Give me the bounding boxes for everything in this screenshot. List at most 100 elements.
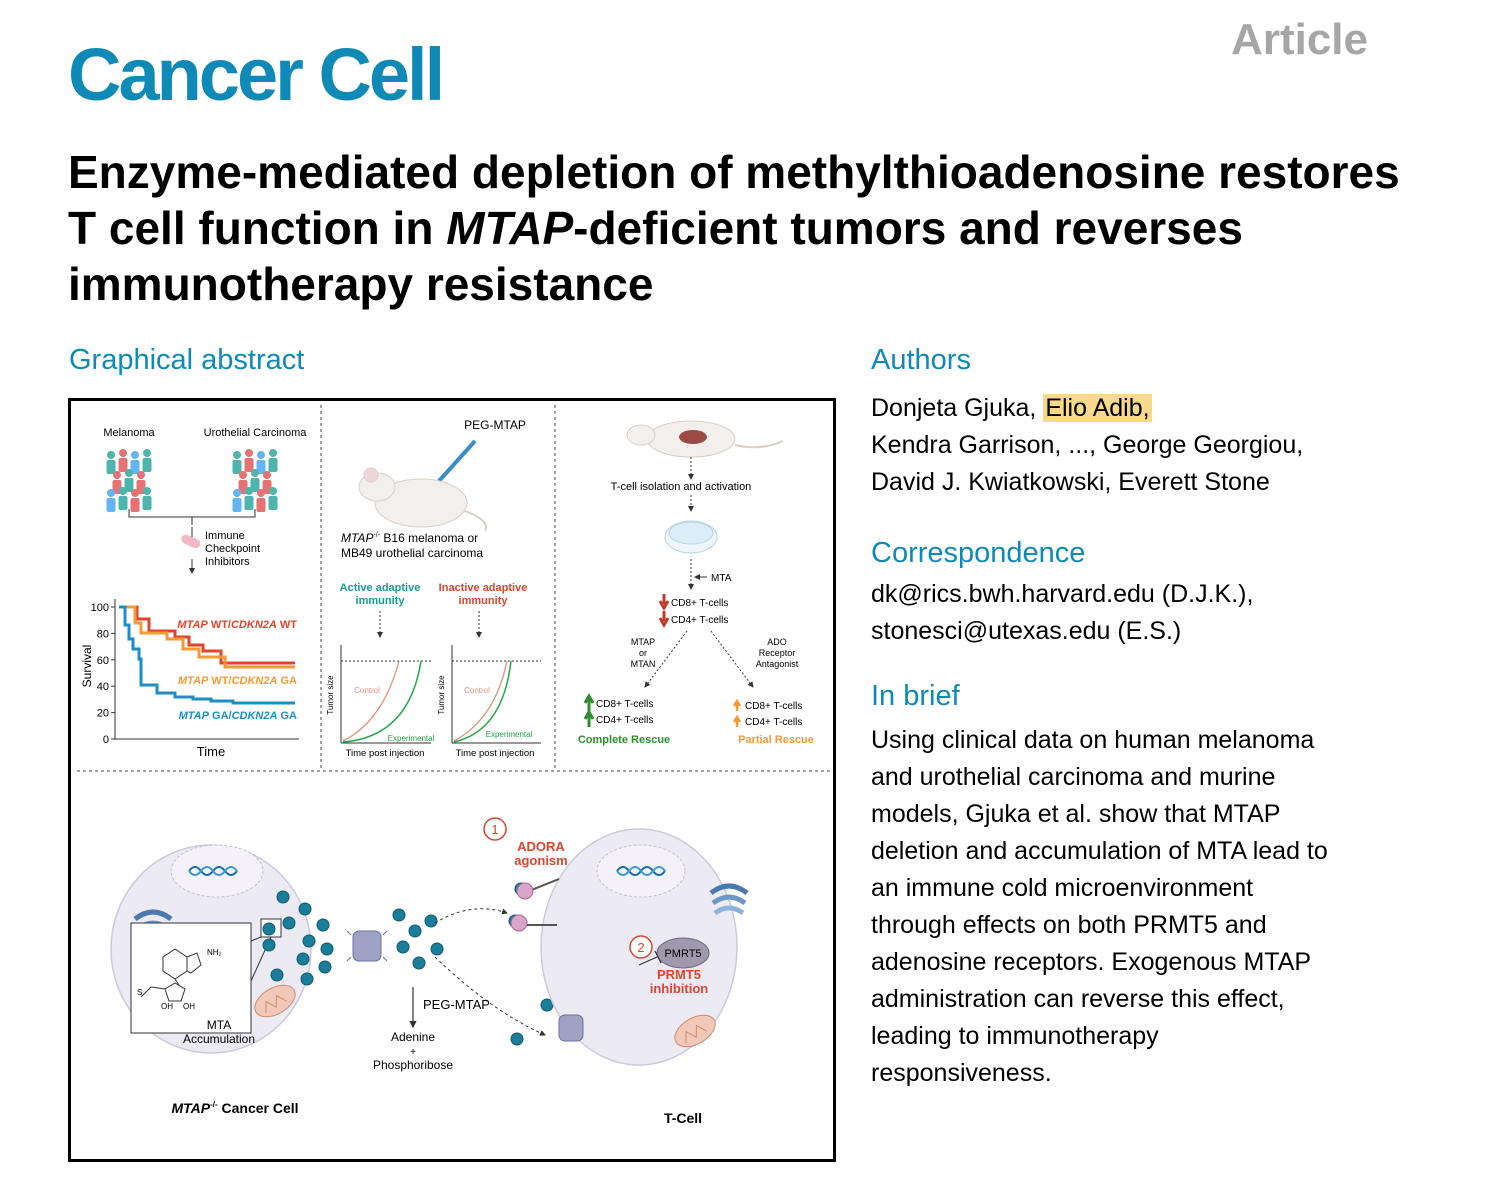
person-body: [142, 458, 152, 472]
down-arrow-icon: [658, 611, 670, 629]
in-brief-line: responsiveness.: [871, 1059, 1052, 1087]
person-body: [244, 458, 254, 472]
legend-gene: CDKN2A: [232, 710, 278, 722]
in-brief-line: leading to immunotherapy: [871, 1022, 1159, 1050]
legend-gene: CDKN2A: [231, 619, 277, 631]
person-head: [143, 449, 151, 457]
person-head: [119, 487, 127, 495]
legend-gene: MTAP: [178, 675, 209, 687]
tumor-plot-b-control-curve: [453, 660, 508, 742]
zoom-line: [250, 936, 262, 942]
prmt5-inhibition-2: inhibition: [650, 981, 709, 996]
up-arrow-icon: [583, 692, 595, 711]
legend-gene: MTAP: [179, 710, 210, 722]
authors-line-3[interactable]: David J. Kwiatkowski, Everett Stone: [871, 468, 1270, 496]
cancer-nucleus: [170, 844, 264, 898]
transporter-icon: [558, 1014, 584, 1042]
legend-wt-ga: MTAP WT/CDKN2A GA: [178, 675, 297, 687]
legend-state: GA: [281, 710, 298, 722]
melanoma-label: Melanoma: [103, 427, 155, 439]
mta-dot: [276, 890, 290, 904]
adora-label-1: ADORA: [517, 839, 565, 854]
person-head: [269, 449, 277, 457]
cancer-superscript: -/-: [210, 1100, 218, 1109]
authors-line-1: Donjeta Gjuka, Elio Adib,: [871, 390, 1303, 427]
cancer-cell-label: MTAP-/- Cancer Cell: [171, 1100, 298, 1116]
tumor-plot-a-y-label: Tumor size: [326, 675, 335, 715]
petri-dish-icon: [664, 520, 718, 554]
person-body: [250, 478, 260, 492]
patients-icon: [232, 449, 278, 512]
transporter-icon: [346, 930, 388, 962]
cancer-gene: MTAP: [171, 1100, 210, 1116]
email-dk[interactable]: dk@rics.bwh.harvard.edu (D.J.K.),: [871, 580, 1254, 608]
person-body: [244, 496, 254, 510]
mta-dot: [300, 972, 314, 986]
survival-curve-wt-wt: [119, 605, 295, 665]
person-body: [256, 460, 266, 474]
down-arrow-icon: [658, 594, 670, 612]
nh2-label: NH₂: [207, 948, 222, 957]
article-title: Enzyme-mediated depletion of methylthioa…: [68, 144, 1408, 312]
mitochondria-icon: [254, 984, 296, 1018]
product-plus: +: [410, 1047, 416, 1058]
person-head: [257, 451, 265, 459]
person-body: [130, 498, 140, 512]
in-brief-heading: In brief: [871, 680, 960, 712]
survival-y-label: Survival: [80, 645, 94, 688]
legend-state: GA: [281, 675, 298, 687]
person-head: [143, 487, 151, 495]
inactive-immunity-1: Inactive adaptive: [439, 582, 528, 594]
mta-dot: [296, 952, 310, 966]
mta-dot: [298, 902, 312, 916]
mta-dot: [270, 968, 284, 982]
up-arrow-icon: [732, 698, 742, 711]
person-head: [233, 451, 241, 459]
mta-dot: [430, 942, 444, 956]
person-head: [119, 449, 127, 457]
adora-receptor-icon: [510, 878, 560, 932]
person-head: [113, 471, 121, 479]
legend-ga-ga: MTAP GA/CDKN2A GA: [179, 710, 297, 722]
legend-state: WT/: [211, 675, 231, 687]
person-body: [118, 458, 128, 472]
prmt5-inhibition-1: PRMT5: [657, 967, 701, 982]
mta-dot: [510, 1032, 524, 1046]
mouse-icon: [626, 420, 784, 458]
model-superscript: -/-: [373, 532, 380, 539]
in-brief-line: models, Gjuka et al. show that MTAP: [871, 800, 1281, 828]
sulfur-label: S: [137, 988, 142, 997]
model-text: B16 melanoma or: [380, 531, 478, 545]
legend-gene: MTAP: [177, 619, 208, 631]
person-body: [268, 496, 278, 510]
step-1-badge: [483, 817, 507, 841]
person-body: [118, 496, 128, 510]
person-head: [245, 449, 253, 457]
mouse-icon: [358, 467, 487, 532]
tumor-plot-a-x-label: Time post injection: [346, 748, 425, 759]
mta-structure-box: [130, 922, 252, 1034]
person-head: [125, 469, 133, 477]
complete-cd8: CD8+ T-cells: [596, 699, 653, 710]
cd4-label: CD4+ T-cells: [671, 615, 728, 626]
correspondence-heading: Correspondence: [871, 537, 1086, 569]
in-brief-line: adenosine receptors. Exogenous MTAP: [871, 948, 1312, 976]
authors-line-2[interactable]: Kendra Garrison, ..., George Georgiou,: [871, 431, 1304, 459]
author-name[interactable]: Donjeta Gjuka,: [871, 394, 1044, 422]
dna-icon: [616, 866, 666, 876]
person-head: [107, 489, 115, 497]
legend-state: WT: [280, 619, 297, 631]
active-immunity-1: Active adaptive: [340, 582, 421, 594]
prmt5-enzyme-label: PMRT5: [664, 948, 701, 960]
treatment-line-2: Checkpoint: [205, 543, 260, 555]
arrow: [434, 956, 546, 1036]
mta-dot: [302, 934, 316, 948]
authors-heading: Authors: [871, 344, 971, 376]
in-brief-line: an immune cold microenvironment: [871, 874, 1254, 902]
author-name-highlighted[interactable]: Elio Adib,: [1043, 394, 1152, 422]
cd8-label: CD8+ T-cells: [671, 598, 728, 609]
title-gene: MTAP: [446, 202, 574, 254]
survival-tick-label: 0: [103, 734, 109, 746]
email-stone[interactable]: stonesci@utexas.edu (E.S.): [871, 617, 1182, 645]
